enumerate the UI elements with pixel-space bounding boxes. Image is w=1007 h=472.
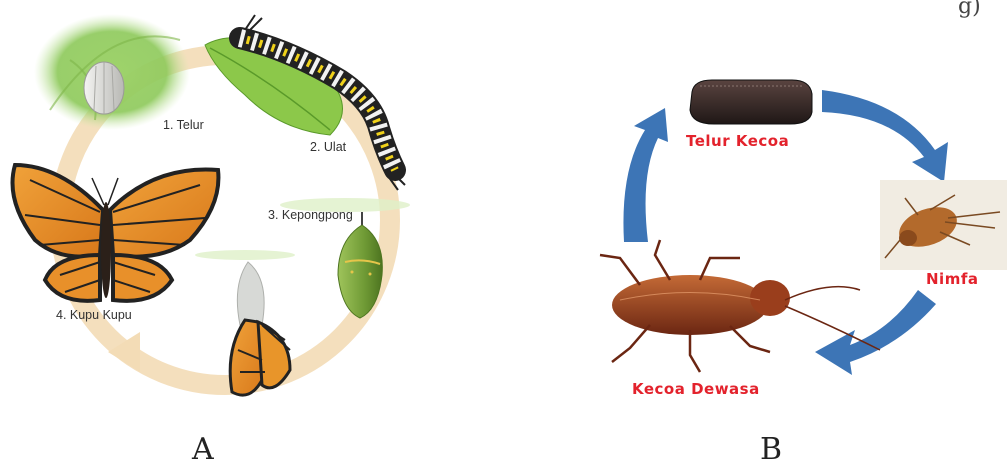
cockroach-egg-image: [690, 80, 812, 124]
arrow-egg-to-nymph: [822, 90, 948, 182]
arrow-nymph-to-adult: [815, 290, 936, 375]
stage-label-adult-cockroach: Kecoa Dewasa: [632, 380, 760, 398]
cockroach-nymph-image: [880, 180, 1007, 270]
adult-butterfly-image: [13, 165, 219, 301]
emerging-butterfly-image: [195, 250, 295, 395]
caption-a: A: [192, 432, 214, 467]
caption-b: B: [760, 432, 782, 467]
corner-text: g): [958, 0, 981, 19]
stage-label-pupa: 3. Kepongpong: [268, 208, 353, 222]
stage-label-caterpillar: 2. Ulat: [310, 140, 346, 154]
butterfly-egg-image: [34, 14, 190, 130]
stage-label-egg: 1. Telur: [163, 118, 204, 132]
stage-label-butterfly: 4. Kupu Kupu: [56, 308, 132, 322]
stage-label-cockroach-egg: Telur Kecoa: [686, 132, 789, 150]
arrow-adult-to-egg: [623, 108, 668, 242]
stage-label-nymph: Nimfa: [926, 270, 978, 288]
